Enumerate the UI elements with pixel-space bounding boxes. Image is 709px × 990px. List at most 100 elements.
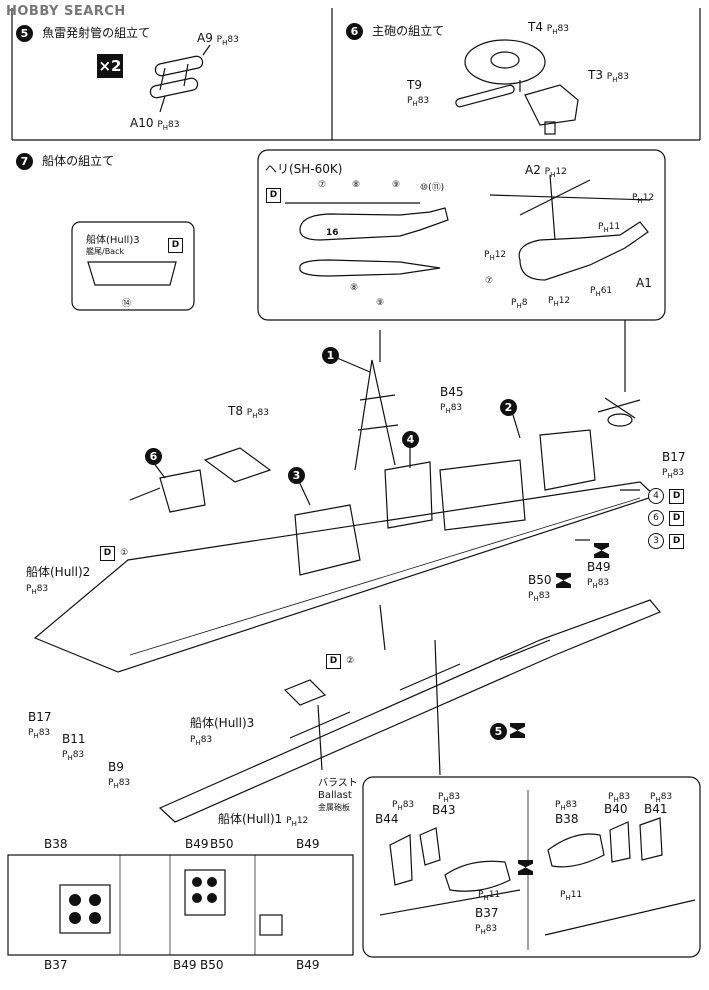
detail-ref-b40-top: PH83 <box>608 792 631 804</box>
part-label-b43: B43 <box>432 803 456 817</box>
detail-ref-b41-top: PH83 <box>650 792 673 804</box>
bridge-block <box>294 504 361 576</box>
side-decal-6: 6 D <box>648 505 685 526</box>
heli-top-drawing <box>299 259 441 277</box>
step6-header: 6 主砲の組立て <box>346 20 444 40</box>
deck-label-b38: B38 <box>44 837 68 851</box>
heli-decal-badge: D <box>266 182 281 203</box>
torpedo-tube-drawing <box>149 44 211 113</box>
part-label-a9: A9 PH83 <box>197 31 239 47</box>
heli-decal-10-11: ⑩(⑪) <box>420 183 445 193</box>
deck-label-b50-bot: B50 <box>200 958 224 972</box>
callout-1: 1 <box>322 344 339 364</box>
watermark-logo: HOBBY SEARCH <box>6 4 126 19</box>
t8-part-drawing <box>203 447 272 483</box>
boat-detail-box <box>362 776 701 958</box>
hull3-back-num: ⑭ <box>122 299 132 309</box>
step5-number: 5 <box>16 25 33 42</box>
step6-title: 主砲の組立て <box>372 24 445 38</box>
part-label-b44: B44 <box>375 812 399 826</box>
attention-icon-b50: ▶◀ <box>555 573 572 588</box>
deck-label-b49-bot2: B49 <box>296 958 320 972</box>
side-decal-3: 3 D <box>648 528 685 549</box>
heli-decal-8: ⑧ <box>352 180 361 190</box>
step7-header: 7 船体の組立て <box>16 150 114 170</box>
callout-4: 4 <box>402 428 419 448</box>
lower-hull <box>158 599 661 823</box>
part-label-hull1: 船体(Hull)1 PH12 <box>218 812 309 828</box>
hull3-back-decal: D <box>168 232 183 253</box>
detail-ref-11-right: PH11 <box>560 890 583 902</box>
detail-ref-b43-top: PH83 <box>438 792 461 804</box>
heli-ref-8: PH8 <box>511 298 528 310</box>
boat-drawing-right <box>547 833 605 868</box>
multiplier-badge: ×2 <box>97 54 123 78</box>
detail-ref-b38-top: PH83 <box>555 800 578 812</box>
decal-two-group: D ② <box>326 648 354 669</box>
step5-header: 5 魚雷発射管の組立て <box>16 22 150 42</box>
boat-drawing-left <box>444 860 511 892</box>
main-gun-drawing <box>455 39 579 135</box>
heli-top-decal-8: ⑧ <box>350 283 359 293</box>
deck-label-b49-top1: B49 <box>185 837 209 851</box>
ballast-drawing <box>283 679 327 706</box>
step5-title: 魚雷発射管の組立て <box>42 26 151 40</box>
heli-ref-12a: PH12 <box>632 193 655 205</box>
main-hull-upper <box>33 481 657 673</box>
step6-number: 6 <box>346 23 363 40</box>
heli-perspective-drawing <box>518 221 649 281</box>
heli-top-decal-9: ⑨ <box>376 298 385 308</box>
callout-5: 5 <box>490 720 507 740</box>
side-decal-4: 4 D <box>648 483 685 504</box>
callout-6: 6 <box>145 445 162 465</box>
heli-decal-7: ⑦ <box>318 180 327 190</box>
part-label-a2: A2 PH12 <box>525 163 567 179</box>
part-label-b38: B38 <box>555 812 579 826</box>
heli-ref-12c: PH12 <box>548 296 571 308</box>
callout-2: 2 <box>500 396 517 416</box>
decal-one-group: D ① <box>100 540 128 561</box>
detail-ref-11-left: PH11 <box>478 890 501 902</box>
heli-side-drawing <box>299 207 449 241</box>
hull3-back-title: 船体(Hull)3 <box>86 235 140 246</box>
deck-label-b49-bot1: B49 <box>173 958 197 972</box>
heli-ref-61: PH61 <box>590 286 613 298</box>
part-label-a1: A1 <box>636 276 652 290</box>
hull3-back-sub: 艦尾/Back <box>86 247 125 256</box>
deck-label-b50-top: B50 <box>210 837 234 851</box>
deck-label-b37: B37 <box>44 958 68 972</box>
step7-title: 船体の組立て <box>42 154 115 168</box>
heli-title: ヘリ(SH-60K) <box>265 162 343 176</box>
heli-side-number: 16 <box>326 228 339 238</box>
heli-decal-9: ⑨ <box>392 180 401 190</box>
step7-number: 7 <box>16 153 33 170</box>
ballast-label: バラスト Ballast 金属砲板 <box>318 778 358 812</box>
mast-drawing <box>354 330 399 471</box>
deck-label-b49-top2: B49 <box>296 837 320 851</box>
detail-ref-b44-top: PH83 <box>392 800 415 812</box>
deck-map-box <box>7 854 354 956</box>
attention-icon-b49: ▶◀ <box>593 543 610 558</box>
part-label-b41: B41 <box>644 802 668 816</box>
heli-decal-seven: ⑦ <box>485 276 494 286</box>
heli-box <box>257 149 666 321</box>
callout-3: 3 <box>288 464 305 484</box>
part-label-a10: A10 PH83 <box>130 116 180 132</box>
hull3-back-box <box>71 221 195 311</box>
part-label-t8: T8 PH83 <box>228 404 269 420</box>
part-label-t3: T3 PH83 <box>588 68 629 84</box>
attention-icon-step5: ▶◀ <box>509 723 526 738</box>
part-label-t4: T4 PH83 <box>528 20 569 36</box>
